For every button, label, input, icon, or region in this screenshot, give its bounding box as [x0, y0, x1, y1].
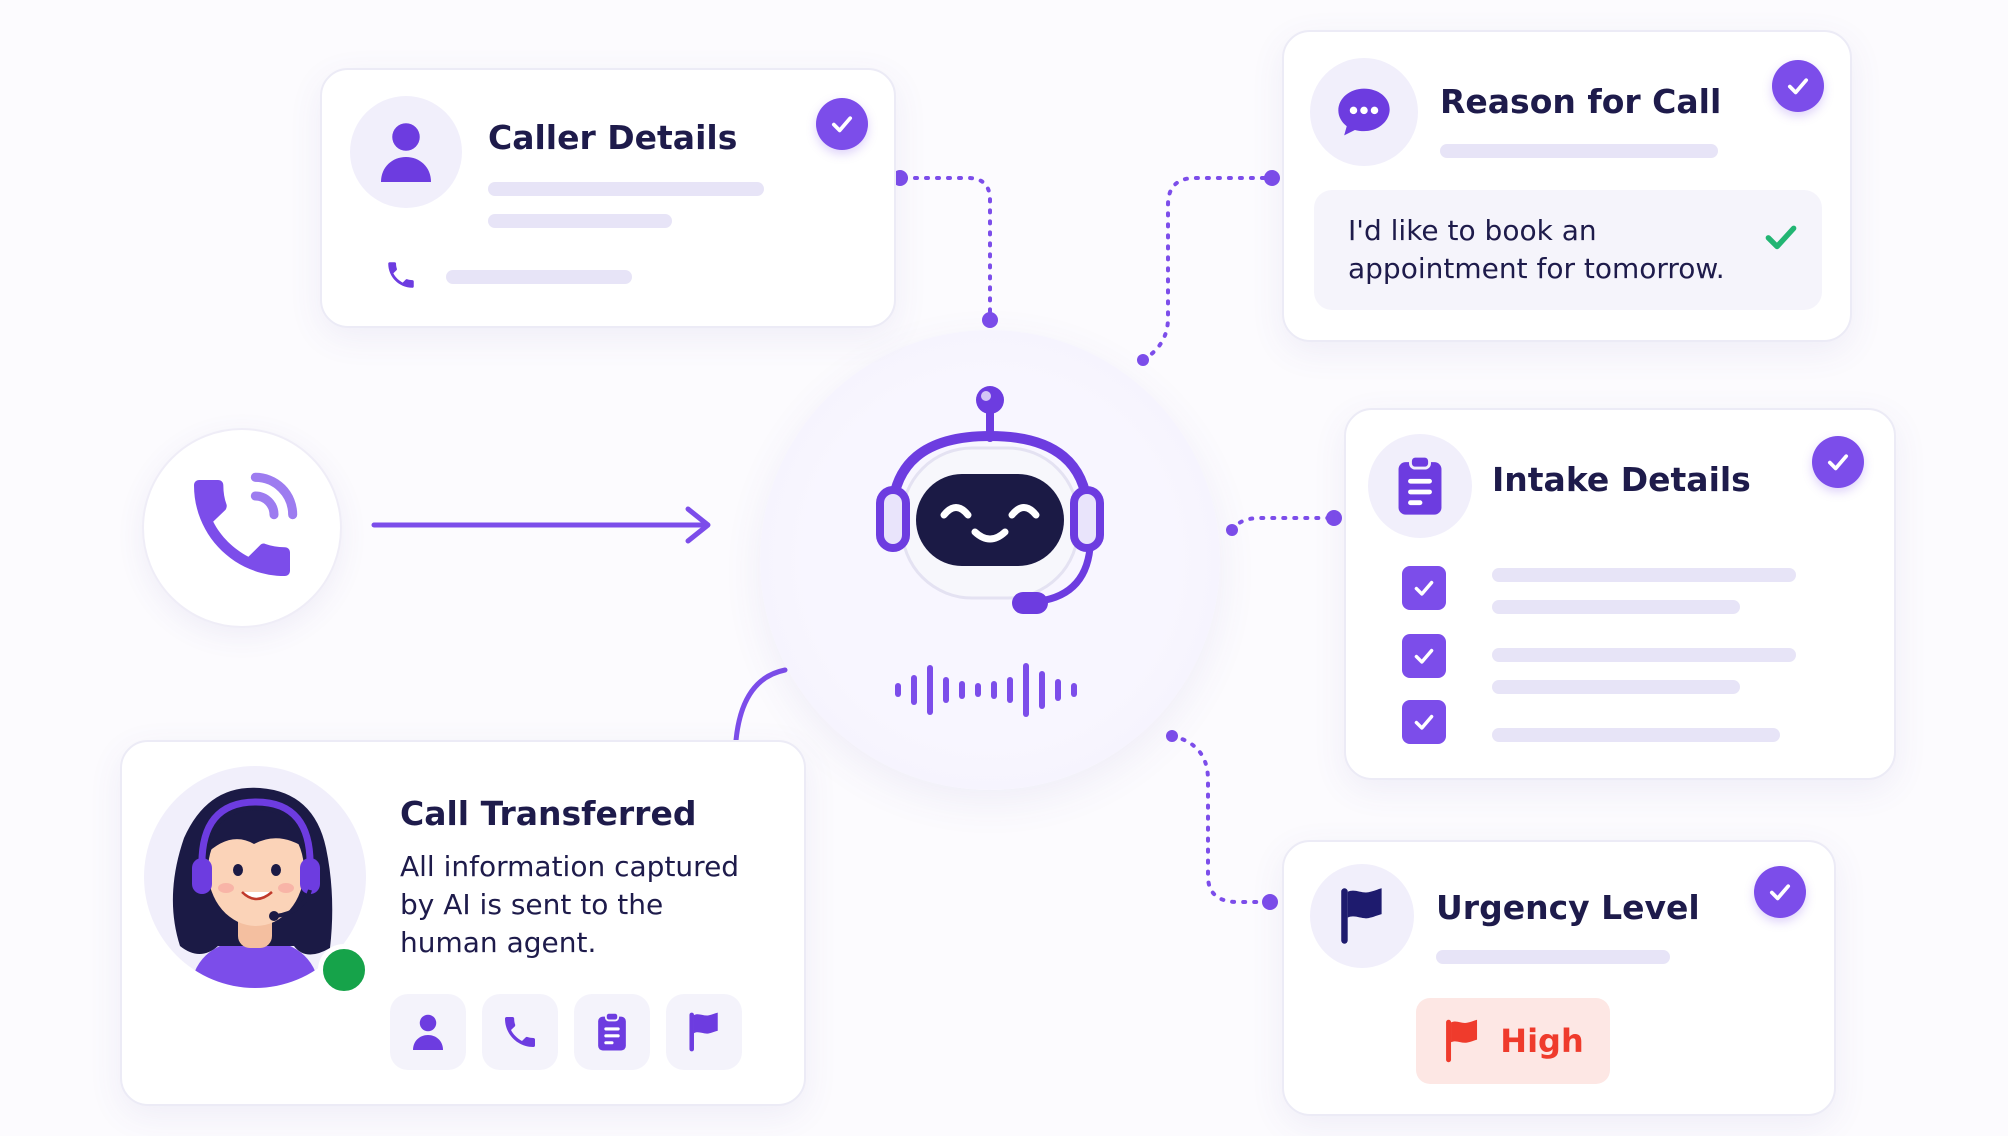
- incoming-call-arrow: [371, 506, 711, 544]
- agent-avatar-icon: [172, 787, 333, 988]
- urgency-placeholder-bar: [1436, 950, 1670, 964]
- intake-checkbox-1: [1402, 566, 1446, 610]
- intake-details-check-icon: [1812, 436, 1864, 488]
- intake-data-chip: [574, 994, 650, 1070]
- user-icon: [413, 1014, 443, 1050]
- phone-icon: [388, 262, 414, 288]
- reason-for-call-check-icon: [1772, 60, 1824, 112]
- caller-quote-text: I'd like to book an appointment for tomo…: [1348, 214, 1725, 285]
- urgency-data-chip: [666, 994, 742, 1070]
- intake-details-card: Intake Details: [1344, 408, 1896, 780]
- robot-icon: [876, 386, 1104, 614]
- caller-data-chip: [390, 994, 466, 1070]
- connector-caller: [902, 176, 992, 320]
- urgency-level-title: Urgency Level: [1436, 888, 1700, 927]
- human-agent-avatar: [144, 766, 366, 988]
- flag-icon-circle: [1310, 864, 1414, 968]
- flag-icon: [1341, 888, 1382, 944]
- caller-detail-placeholder: [488, 214, 672, 228]
- caller-details-card: Caller Details: [320, 68, 896, 328]
- intake-details-title: Intake Details: [1492, 460, 1751, 499]
- urgency-level-card: Urgency Level High: [1282, 840, 1836, 1116]
- intake-line-placeholder: [1492, 648, 1796, 662]
- urgency-badge: High: [1416, 998, 1610, 1084]
- phone-icon: [505, 1017, 535, 1047]
- chat-icon: [1338, 88, 1390, 136]
- user-icon: [381, 123, 431, 182]
- incoming-call-circle: [142, 428, 342, 628]
- reason-for-call-title: Reason for Call: [1440, 82, 1722, 121]
- caller-quote-box: I'd like to book an appointment for tomo…: [1314, 190, 1822, 310]
- caller-details-title: Caller Details: [488, 118, 738, 157]
- intake-line-placeholder: [1492, 728, 1780, 742]
- caller-name-placeholder: [488, 182, 764, 196]
- connector-reason: [1141, 176, 1272, 362]
- call-transferred-card: Call Transferred All information capture…: [120, 740, 806, 1106]
- urgency-badge-label: High: [1500, 1022, 1584, 1060]
- user-icon-circle: [350, 96, 462, 208]
- connector-urgency: [1170, 734, 1270, 904]
- reason-placeholder-bar: [1440, 144, 1718, 158]
- caller-phone-placeholder: [446, 270, 632, 284]
- caller-details-check-icon: [816, 98, 868, 150]
- clipboard-icon: [598, 1012, 626, 1051]
- clipboard-icon-circle: [1368, 434, 1472, 538]
- ai-agent-hub: [760, 330, 1220, 790]
- connector-intake: [1230, 516, 1334, 532]
- sound-wave-icon: [895, 663, 1077, 717]
- intake-checkbox-2: [1402, 634, 1446, 678]
- intake-line-placeholder: [1492, 680, 1740, 694]
- intake-checkbox-3: [1402, 700, 1446, 744]
- urgency-level-check-icon: [1754, 866, 1806, 918]
- intake-line-placeholder: [1492, 568, 1796, 582]
- clipboard-icon: [1398, 455, 1442, 515]
- reason-for-call-card: Reason for Call I'd like to book an appo…: [1282, 30, 1852, 342]
- intake-line-placeholder: [1492, 600, 1740, 614]
- flag-icon: [689, 1012, 718, 1052]
- quote-check-icon: [1765, 225, 1797, 250]
- online-status-dot: [318, 944, 370, 996]
- flag-icon: [1446, 1019, 1478, 1063]
- call-transferred-title: Call Transferred: [400, 794, 697, 833]
- phone-icon: [194, 472, 298, 576]
- call-transferred-description: All information captured by AI is sent t…: [400, 850, 740, 959]
- chat-icon-circle: [1310, 58, 1418, 166]
- phone-data-chip: [482, 994, 558, 1070]
